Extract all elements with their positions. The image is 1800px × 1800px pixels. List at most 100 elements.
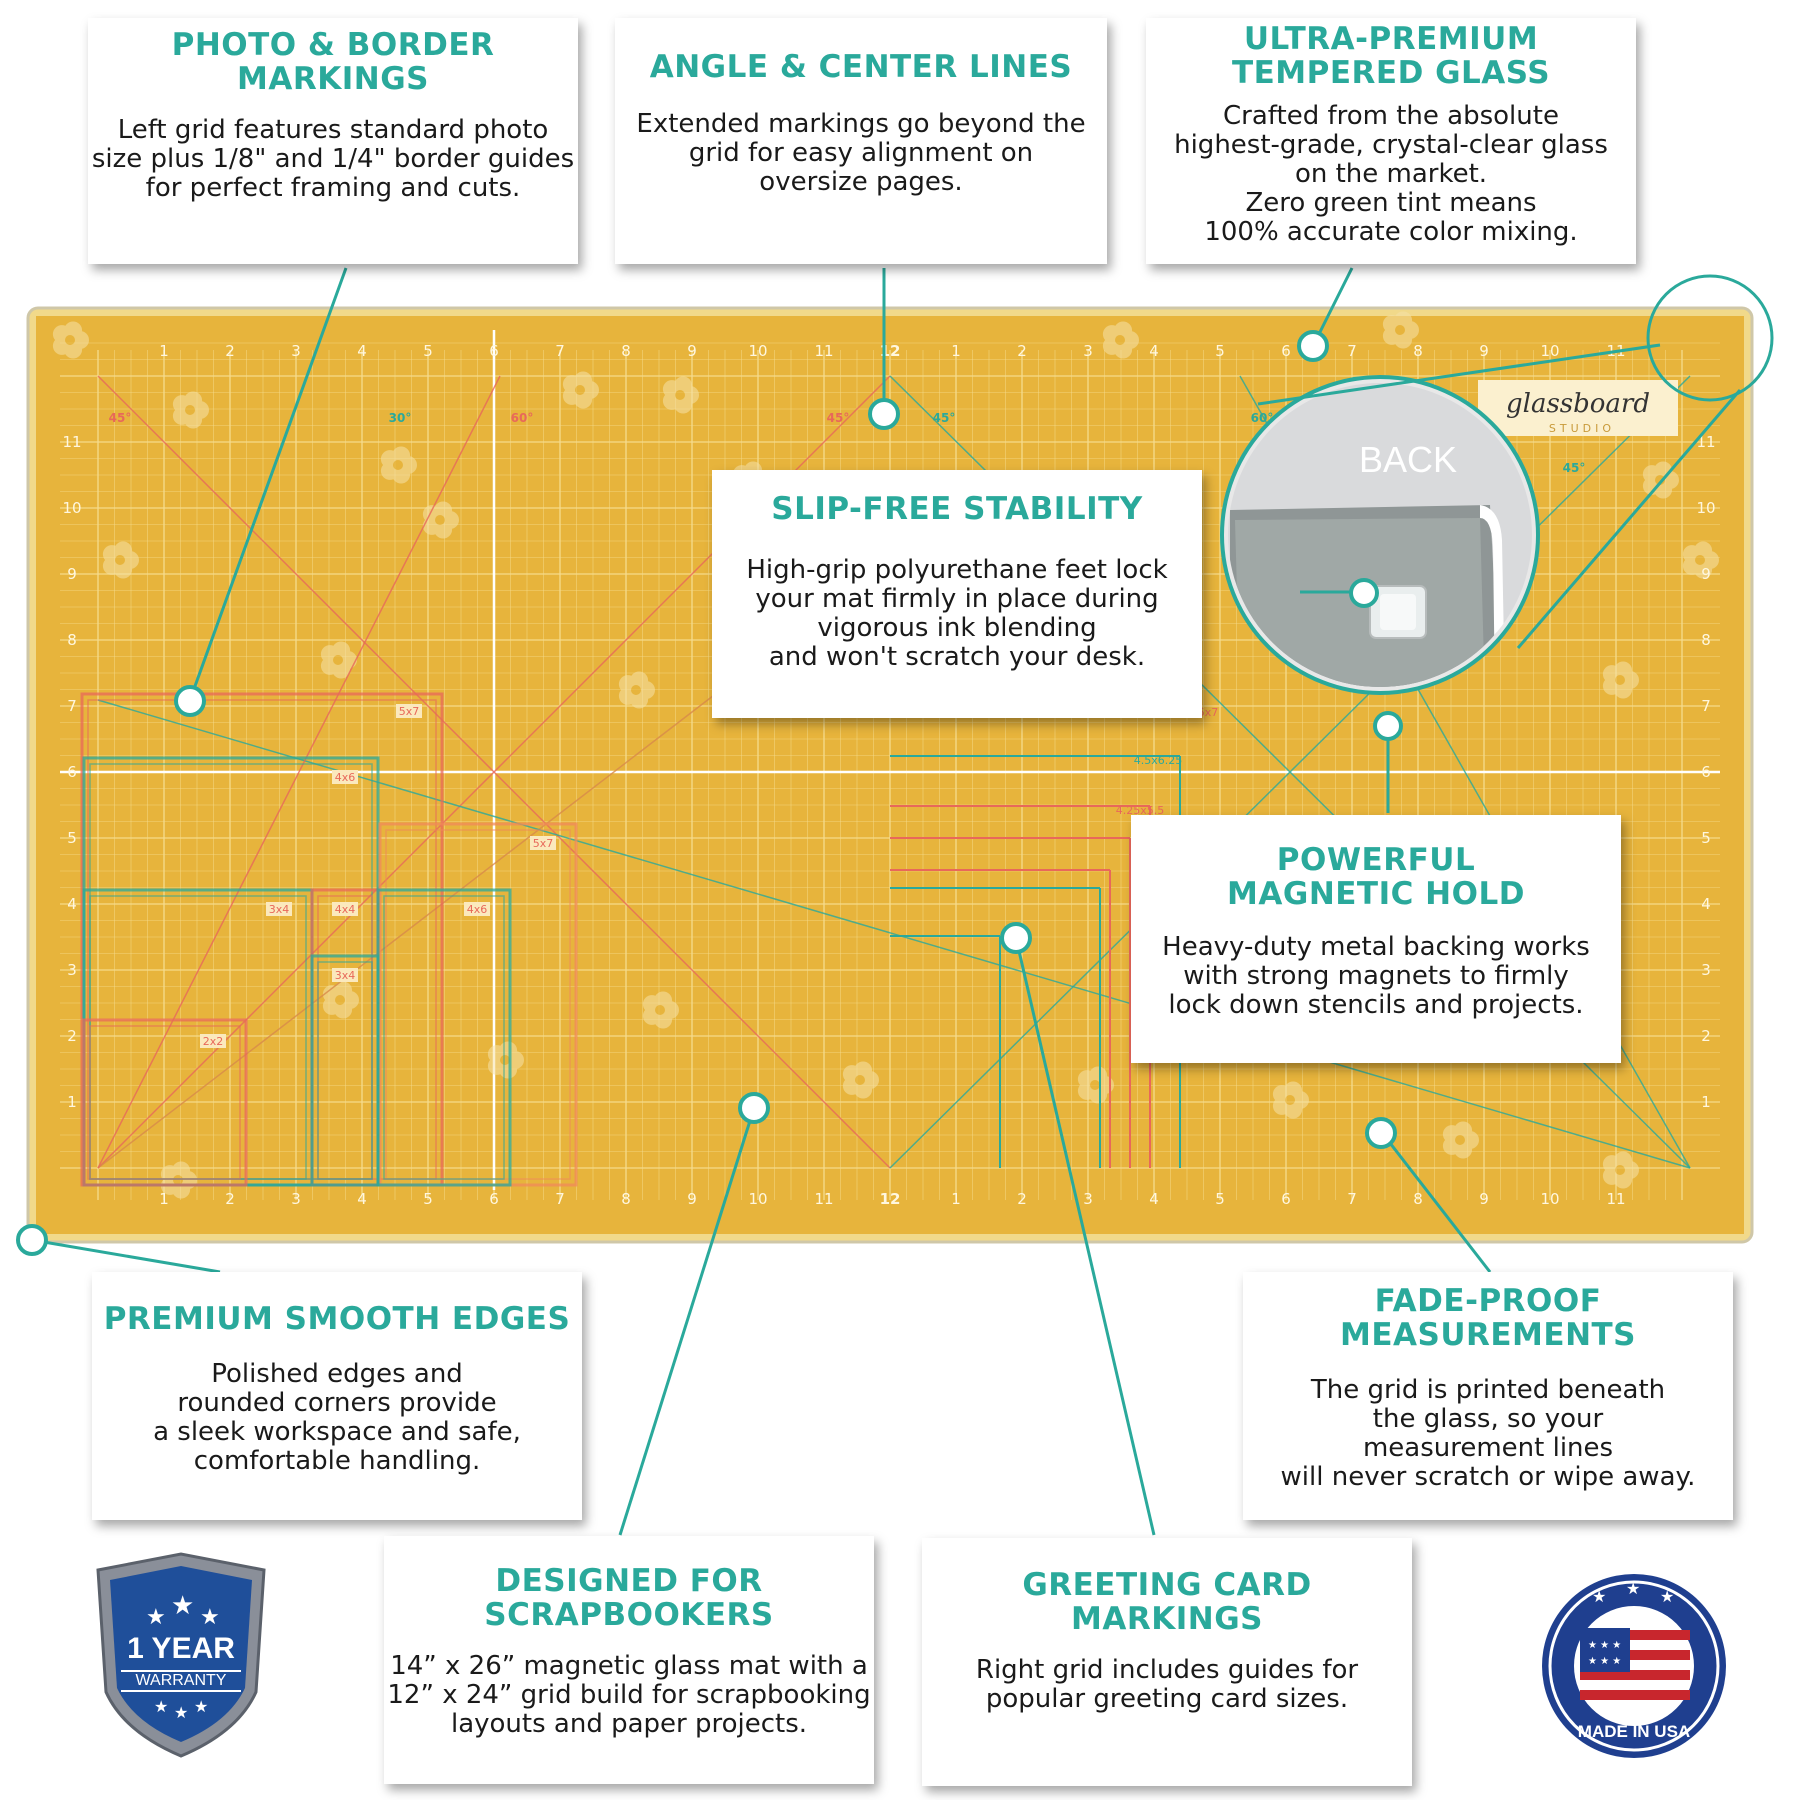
- ruler-number: 11: [1696, 433, 1715, 451]
- card-photo-border-body: Left grid features standard photo size p…: [91, 115, 575, 203]
- card-smooth-edges: PREMIUM SMOOTH EDGES Polished edges and …: [92, 1272, 582, 1520]
- flower-icon: [842, 1061, 879, 1099]
- card-magnetic-body: Heavy-duty metal backing works with stro…: [1162, 932, 1590, 1020]
- ruler-number: 3: [291, 1190, 301, 1208]
- angle-label: 45°: [827, 411, 850, 425]
- card-slip-free: SLIP-FREE STABILITY High-grip polyuretha…: [712, 470, 1202, 718]
- ruler-number: 11: [814, 1190, 833, 1208]
- svg-text:★ ★ ★: ★ ★ ★: [1588, 1640, 1621, 1651]
- ruler-number: 8: [1701, 631, 1711, 649]
- svg-text:★: ★: [194, 1697, 208, 1716]
- ruler-number: 5: [1215, 342, 1225, 360]
- ruler-number: 1: [159, 342, 169, 360]
- ruler-number: 7: [67, 697, 77, 715]
- ruler-number: 10: [748, 342, 767, 360]
- ruler-number: 2: [1017, 1190, 1027, 1208]
- svg-text:★: ★: [174, 1703, 188, 1722]
- svg-text:★: ★: [1592, 1587, 1606, 1606]
- ruler-number: 5: [1215, 1190, 1225, 1208]
- flower-icon: [422, 501, 459, 539]
- ruler-number: 1: [159, 1190, 169, 1208]
- ruler-number: 1: [951, 1190, 961, 1208]
- ruler-number: 4: [1149, 342, 1159, 360]
- flower-icon: [487, 1041, 524, 1079]
- card-magnetic-title: POWERFUL MAGNETIC HOLD: [1227, 842, 1525, 912]
- card-magnetic: POWERFUL MAGNETIC HOLD Heavy-duty metal …: [1131, 815, 1621, 1063]
- ruler-number: 6: [489, 342, 499, 360]
- flower-icon: [322, 981, 359, 1019]
- card-slip-free-body: High-grip polyurethane feet lock your ma…: [746, 555, 1168, 672]
- callout-dots: [16, 330, 1403, 1256]
- size-label: 4x4: [335, 903, 356, 916]
- ruler-number: 3: [1701, 961, 1711, 979]
- ruler-number: 8: [621, 1190, 631, 1208]
- logo-subtext: STUDIO: [1549, 422, 1615, 435]
- ruler-number: 1: [1701, 1093, 1711, 1111]
- svg-text:★: ★: [1660, 1587, 1674, 1606]
- ruler-number: 4: [1701, 895, 1711, 913]
- ruler-number: 9: [1479, 342, 1489, 360]
- ruler-number: 5: [423, 1190, 433, 1208]
- ruler-number: 5: [67, 829, 77, 847]
- card-fade-proof-body: The grid is printed beneath the glass, s…: [1280, 1375, 1696, 1492]
- card-fade-proof-title: FADE-PROOF MEASUREMENTS: [1339, 1283, 1636, 1353]
- flower-icon: [662, 376, 699, 414]
- ruler-number: 1: [67, 1093, 77, 1111]
- card-smooth-edges-body: Polished edges and rounded corners provi…: [153, 1359, 521, 1476]
- flower-icon: [1382, 311, 1419, 349]
- ruler-number: 8: [1413, 342, 1423, 360]
- ruler-number: 3: [1083, 342, 1093, 360]
- ruler-number: 7: [1347, 342, 1357, 360]
- size-label: 4x6: [467, 903, 488, 916]
- ruler-number: 6: [1281, 1190, 1291, 1208]
- svg-text:★: ★: [1626, 1579, 1640, 1598]
- size-label: 5x7: [1198, 706, 1219, 719]
- card-slip-free-title: SLIP-FREE STABILITY: [771, 491, 1143, 527]
- flower-icon: [380, 446, 417, 484]
- angle-label: 60°: [511, 411, 534, 425]
- size-label: 4.5x6.25: [1134, 754, 1183, 767]
- ruler-number: 10: [62, 499, 81, 517]
- card-scrapbookers: DESIGNED FOR SCRAPBOOKERS 14” x 26” magn…: [384, 1536, 874, 1784]
- ruler-number: 2: [1017, 342, 1027, 360]
- svg-text:★: ★: [200, 1605, 220, 1630]
- flower-icon: [1602, 661, 1639, 699]
- shield-icon: ★ ★ ★ ★ ★ ★: [96, 1552, 266, 1758]
- ruler-number: 12: [880, 1190, 901, 1208]
- ruler-number: 4: [357, 1190, 367, 1208]
- usa-flag-icon: ★ ★ ★ ★ ★ ★ ★ ★ ★: [1542, 1574, 1726, 1758]
- warranty-line2: WARRANTY: [121, 1670, 241, 1692]
- ruler-number: 9: [687, 1190, 697, 1208]
- svg-text:★ ★ ★: ★ ★ ★: [1588, 1656, 1621, 1667]
- svg-text:★: ★: [171, 1591, 194, 1621]
- flower-icon: [1642, 461, 1679, 499]
- ruler-number: 6: [489, 1190, 499, 1208]
- size-label: 3x4: [269, 903, 290, 916]
- ruler-number: 4: [1149, 1190, 1159, 1208]
- flower-icon: [618, 671, 655, 709]
- ruler-number: 5: [423, 342, 433, 360]
- flower-icon: [1602, 1151, 1639, 1189]
- ruler-number: 11: [814, 342, 833, 360]
- ruler-number: 10: [1540, 342, 1559, 360]
- ruler-number: 11: [62, 433, 81, 451]
- flower-icon: [1102, 321, 1139, 359]
- flower-icon: [52, 321, 89, 359]
- ruler-number: 7: [555, 342, 565, 360]
- svg-text:★: ★: [146, 1605, 166, 1630]
- corner-magnifier-ring: [1646, 274, 1774, 402]
- ruler-number: 8: [621, 342, 631, 360]
- flower-icon: [642, 991, 679, 1029]
- ruler-number: 2: [225, 1190, 235, 1208]
- ruler-number: 4: [357, 342, 367, 360]
- warranty-badge: ★ ★ ★ ★ ★ ★ 1 YEAR WARRANTY: [88, 1552, 274, 1758]
- logo-text: glassboard: [1506, 389, 1650, 419]
- ruler-number: 7: [1701, 697, 1711, 715]
- card-angle-center-title: ANGLE & CENTER LINES: [649, 49, 1073, 85]
- ruler-number: 3: [291, 342, 301, 360]
- size-label: 2x2: [203, 1035, 224, 1048]
- card-angle-center-body: Extended markings go beyond the grid for…: [636, 109, 1086, 197]
- angle-label: 45°: [1563, 461, 1586, 475]
- ruler-number: 9: [1479, 1190, 1489, 1208]
